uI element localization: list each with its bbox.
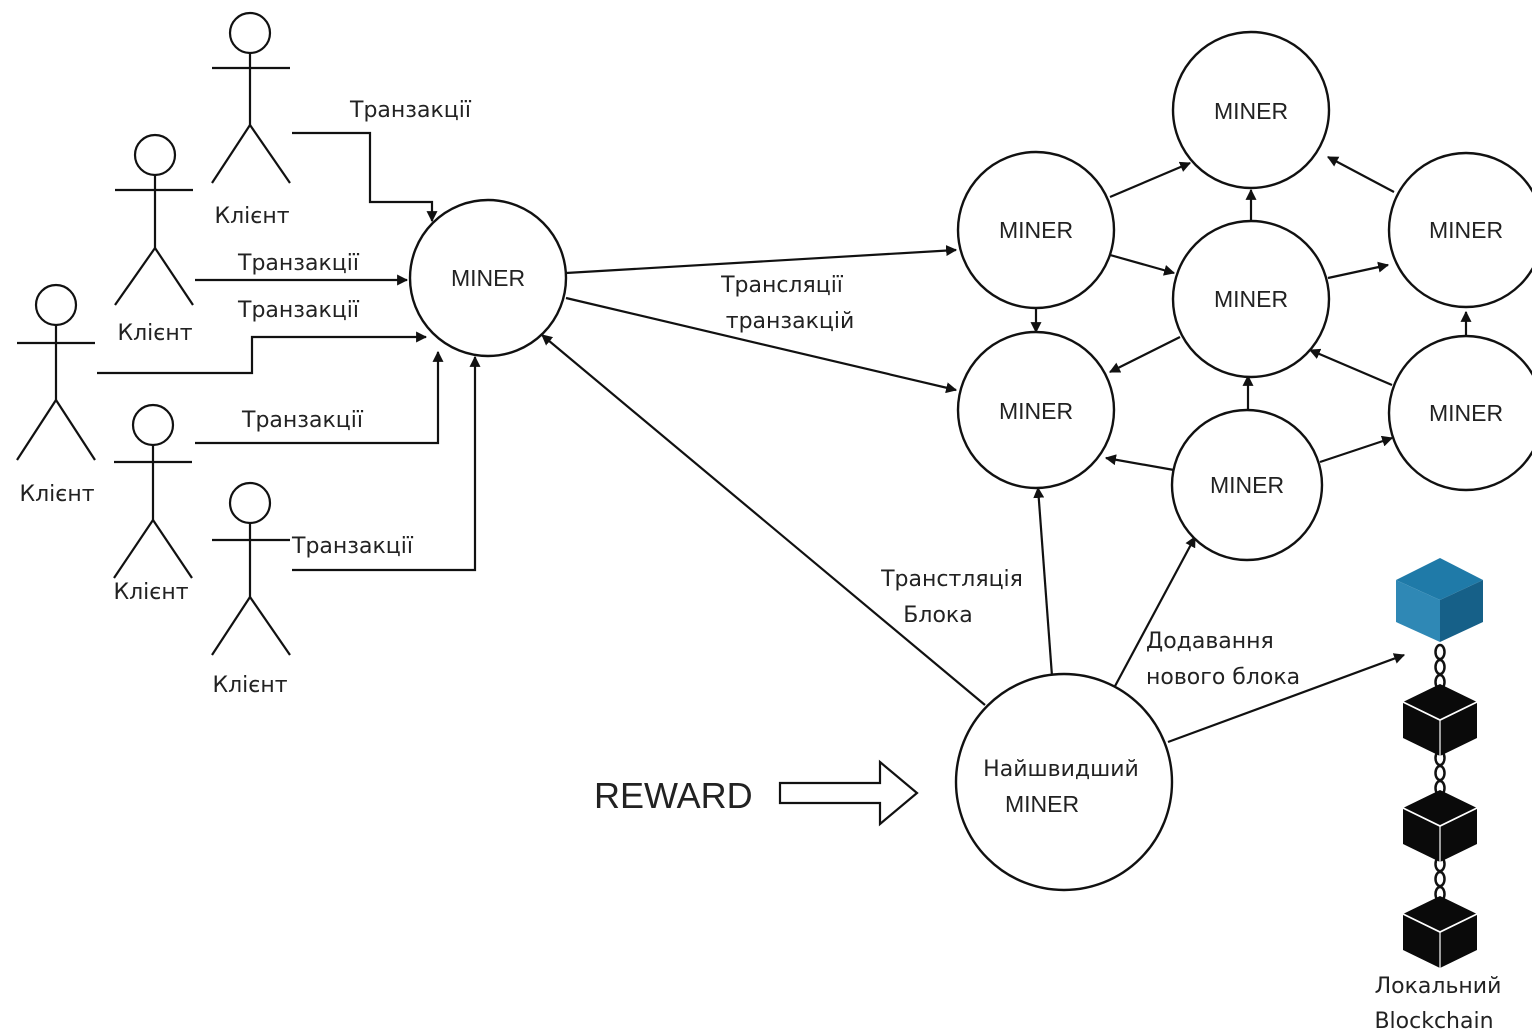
miner-node-top: MINER: [1171, 30, 1331, 190]
tx-label-5: Транзакції: [291, 534, 414, 559]
local-blockchain-label-line1: Локальний: [1375, 974, 1502, 999]
tx-label-1: Транзакції: [349, 98, 472, 123]
edge-a-to-top: [1109, 161, 1192, 199]
miner-node-center-label: MINER: [1214, 286, 1288, 312]
client-label-4: Клієнт: [113, 580, 188, 605]
broadcast-block-label-line2: Блока: [903, 603, 972, 628]
broadcast-block-label-line1: Транстляція: [880, 567, 1023, 592]
client-label-2: Клієнт: [117, 321, 192, 346]
edge-lower-to-right-bottom: [1319, 435, 1394, 464]
miner-node-right-bottom: MINER: [1387, 334, 1532, 492]
broadcast-tx-label-line1: Трансляції: [720, 273, 844, 298]
edge-lower-to-b: [1104, 454, 1175, 472]
chain-block-icon-3: [1402, 896, 1478, 968]
miner-node-right-bottom-label: MINER: [1429, 400, 1503, 426]
chain-links-icon: [1434, 643, 1446, 903]
client-figure-4: [113, 403, 193, 579]
tx-label-2: Транзакції: [237, 251, 360, 276]
client-figure-5: [211, 481, 291, 656]
reward-arrow-icon: [778, 759, 919, 827]
client-label-3: Клієнт: [19, 482, 94, 507]
miner-node-lower: MINER: [1170, 408, 1324, 562]
edge-fastest-to-b: [1033, 486, 1054, 677]
tx-connector-5: [292, 355, 481, 572]
edge-fastest-to-lower: [1113, 536, 1196, 689]
client-label-1: Клієнт: [214, 204, 289, 229]
add-block-label-line1: Додавання: [1146, 629, 1274, 654]
miner-node-b: MINER: [956, 330, 1116, 490]
edge-right-bottom-to-center: [1308, 348, 1393, 387]
broadcast-tx-label-line2: транзакцій: [726, 309, 855, 334]
tx-label-3: Транзакції: [237, 298, 360, 323]
edge-a-to-center: [1109, 253, 1176, 276]
edge-right-top-to-top: [1327, 156, 1395, 193]
fastest-miner-node: Найшвидший MINER: [954, 672, 1174, 892]
miner-node-main: MINER: [408, 198, 568, 358]
miner-node-b-label: MINER: [999, 398, 1073, 424]
miner-node-main-label: MINER: [451, 265, 525, 291]
client-figure-3: [16, 283, 96, 461]
local-blockchain-label-line2: Blockchain: [1374, 1009, 1493, 1033]
miner-node-top-label: MINER: [1214, 98, 1288, 124]
client-figure-2: [114, 133, 194, 306]
reward-label: REWARD: [594, 775, 753, 816]
add-block-label-line2: нового блока: [1146, 665, 1300, 690]
chain-block-icon-1: [1402, 684, 1478, 756]
chain-block-icon-2: [1402, 790, 1478, 862]
tx-connector-4: [195, 350, 444, 445]
client-figure-1: [211, 11, 291, 184]
edge-fastest-to-main: [541, 334, 986, 706]
edge-center-to-right-top: [1327, 261, 1390, 280]
new-block-icon: [1396, 558, 1483, 642]
client-label-5: Клієнт: [212, 673, 287, 698]
miner-node-a-label: MINER: [999, 217, 1073, 243]
tx-connector-3: [97, 331, 428, 375]
tx-connector-1: [292, 131, 438, 223]
fastest-miner-line1: Найшвидший: [983, 757, 1139, 782]
blockchain-icon: [1396, 558, 1483, 968]
edge-main-to-miner-b: [565, 296, 958, 394]
tx-label-4: Транзакції: [241, 408, 364, 433]
miner-node-a: MINER: [956, 150, 1116, 310]
edge-center-to-b: [1109, 336, 1181, 373]
miner-node-right-top-label: MINER: [1429, 217, 1503, 243]
miner-node-center: MINER: [1171, 219, 1331, 379]
edge-fastest-to-blockchain: [1167, 653, 1406, 744]
edge-main-to-miner-a: [565, 245, 958, 275]
miner-node-right-top: MINER: [1387, 151, 1532, 309]
fastest-miner-line2: MINER: [1005, 791, 1079, 817]
miner-node-lower-label: MINER: [1210, 472, 1284, 498]
